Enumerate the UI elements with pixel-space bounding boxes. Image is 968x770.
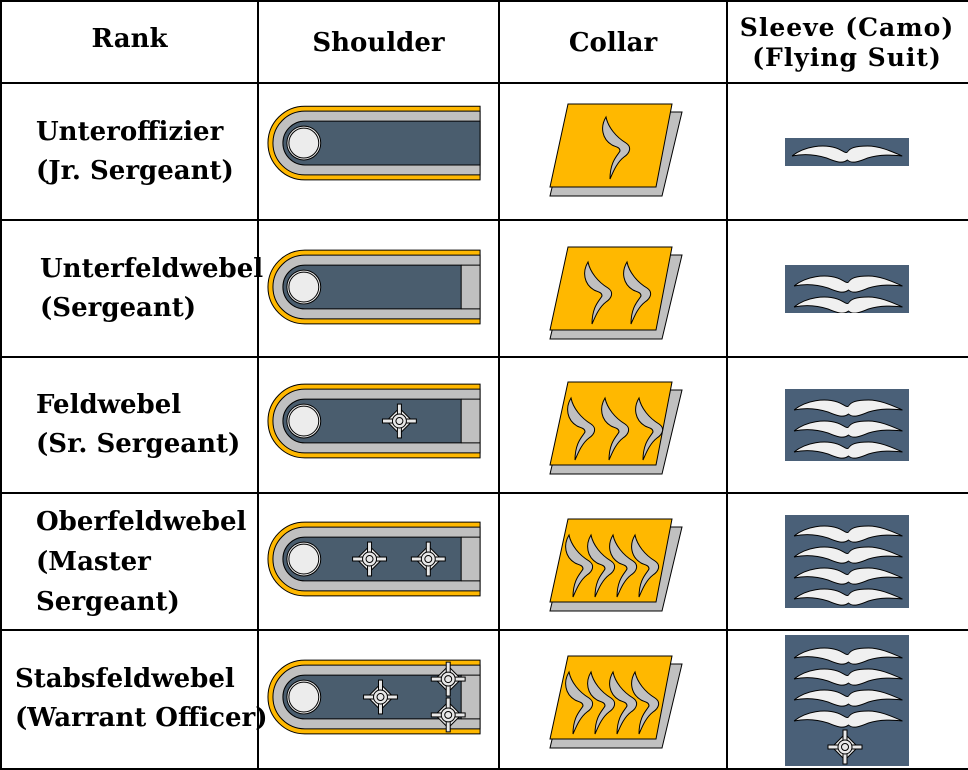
- sleeve-patch-stabsfeldwebel: [728, 631, 966, 766]
- rank-cell: Feldwebel (Sr. Sergeant): [36, 358, 240, 492]
- collar-patch-stabsfeldwebel: [500, 631, 726, 766]
- sleeve-patch-oberfeldwebel: [728, 494, 966, 629]
- header-sleeve-line2: (Flying Suit): [752, 42, 942, 72]
- header-rank: Rank: [91, 23, 168, 54]
- header-sleeve-line1: Sleeve (Camo): [739, 12, 955, 42]
- rank-cell: Unteroffizier (Jr. Sergeant): [36, 84, 234, 219]
- column-divider: [726, 0, 728, 768]
- collar-patch-unterfeldwebel: [500, 221, 726, 356]
- shoulder-board-stabsfeldwebel: [259, 631, 498, 766]
- rank-german: Feldwebel: [36, 390, 182, 420]
- rank-english: (Jr. Sergeant): [36, 155, 234, 186]
- rank-english: (Sr. Sergeant): [36, 429, 241, 459]
- rank-german: Stabsfeldwebel: [15, 663, 235, 694]
- rank-cell: Stabsfeldwebel (Warrant Officer): [15, 631, 268, 766]
- header-shoulder: Shoulder: [312, 27, 445, 58]
- rank-german: Unteroffizier: [36, 116, 224, 147]
- shoulder-board-feldwebel: [259, 358, 498, 492]
- shoulder-board-unteroffizier: [259, 84, 498, 219]
- rank-english: (Warrant Officer): [15, 702, 268, 733]
- row-divider: [0, 219, 968, 221]
- column-divider: [257, 0, 259, 768]
- header-collar: Collar: [568, 27, 658, 58]
- column-divider: [498, 0, 500, 768]
- shoulder-board-unterfeldwebel: [259, 221, 498, 356]
- row-divider: [0, 492, 968, 494]
- collar-patch-oberfeldwebel: [500, 494, 726, 629]
- shoulder-board-oberfeldwebel: [259, 494, 498, 629]
- row-divider: [0, 356, 968, 358]
- row-divider: [0, 629, 968, 631]
- rank-english: (Master: [36, 546, 151, 577]
- rank-english-line2: Sergeant): [36, 586, 180, 617]
- sleeve-patch-unterfeldwebel: [728, 221, 966, 356]
- row-divider: [0, 82, 968, 84]
- sleeve-patch-unteroffizier: [728, 84, 966, 219]
- collar-patch-unteroffizier: [500, 84, 726, 219]
- sleeve-patch-feldwebel: [728, 358, 966, 492]
- collar-patch-feldwebel: [500, 358, 726, 492]
- rank-cell: Unterfeldwebel (Sergeant): [40, 221, 263, 356]
- header-sleeve: Sleeve (Camo) (Flying Suit): [728, 2, 966, 83]
- rank-german: Oberfeldwebel: [36, 506, 247, 537]
- rank-cell: Oberfeldwebel (Master Sergeant): [36, 494, 246, 629]
- rank-english: (Sergeant): [40, 292, 197, 323]
- rank-german: Unterfeldwebel: [40, 253, 264, 284]
